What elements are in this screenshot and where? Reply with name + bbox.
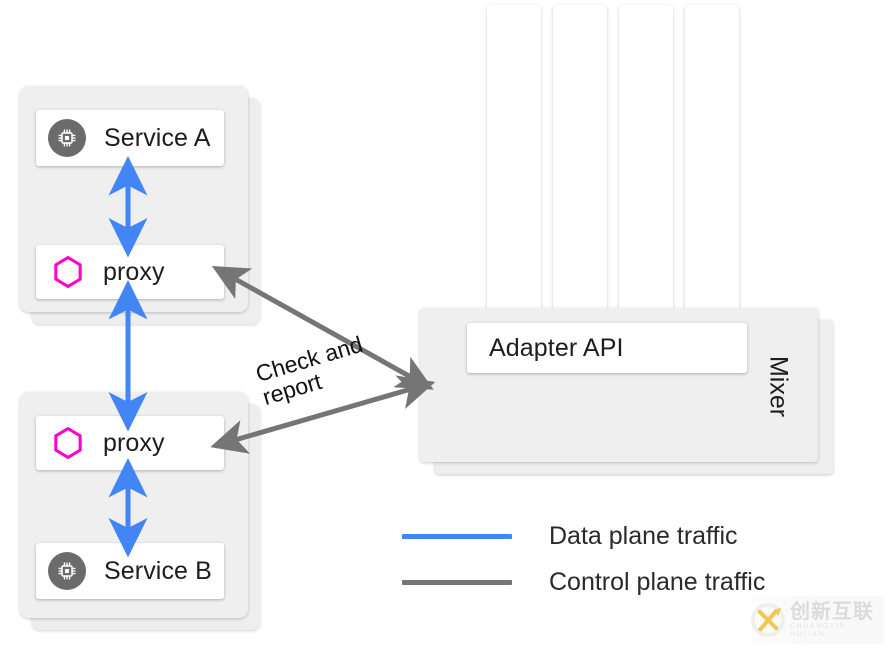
backend-telemetry[interactable]: Telemetry backend: [685, 5, 739, 335]
legend-swatch-data-plane: [402, 534, 512, 539]
backend-authorization[interactable]: Authorization backend: [619, 5, 673, 335]
adapter-api-box[interactable]: Adapter API: [467, 323, 747, 373]
backend-logging[interactable]: Logging backend: [487, 5, 541, 335]
mixer-label: Mixer: [764, 355, 793, 418]
node-label: proxy: [103, 428, 165, 457]
legend-label: Data plane traffic: [549, 522, 738, 550]
node-label: Service A: [104, 123, 211, 152]
node-label: proxy: [103, 257, 165, 286]
watermark-logo-icon: [751, 603, 785, 637]
legend-swatch-control-plane: [402, 580, 512, 585]
node-label: Service B: [104, 556, 212, 585]
watermark-main-text: 创新互联: [790, 600, 874, 623]
legend-item-control-plane: Control plane traffic: [402, 568, 765, 597]
node-proxy-b[interactable]: proxy: [36, 416, 224, 470]
chip-icon: [48, 119, 86, 157]
node-service-a[interactable]: Service A: [36, 110, 224, 166]
node-proxy-a[interactable]: proxy: [36, 245, 224, 299]
hexagon-icon: [50, 254, 86, 290]
backend-quota[interactable]: Quota backend: [553, 5, 607, 335]
chip-icon: [48, 552, 86, 590]
legend-item-data-plane: Data plane traffic: [402, 522, 738, 551]
watermark: 创新互联 CHUANGXIN HULIAN: [744, 596, 884, 644]
adapter-api-label: Adapter API: [489, 333, 624, 362]
edge-label-check-and-report: Check and report: [253, 331, 372, 411]
hexagon-icon: [50, 425, 86, 461]
watermark-sub-text: CHUANGXIN HULIAN: [790, 622, 847, 638]
node-service-b[interactable]: Service B: [36, 543, 224, 599]
legend-label: Control plane traffic: [549, 568, 766, 596]
